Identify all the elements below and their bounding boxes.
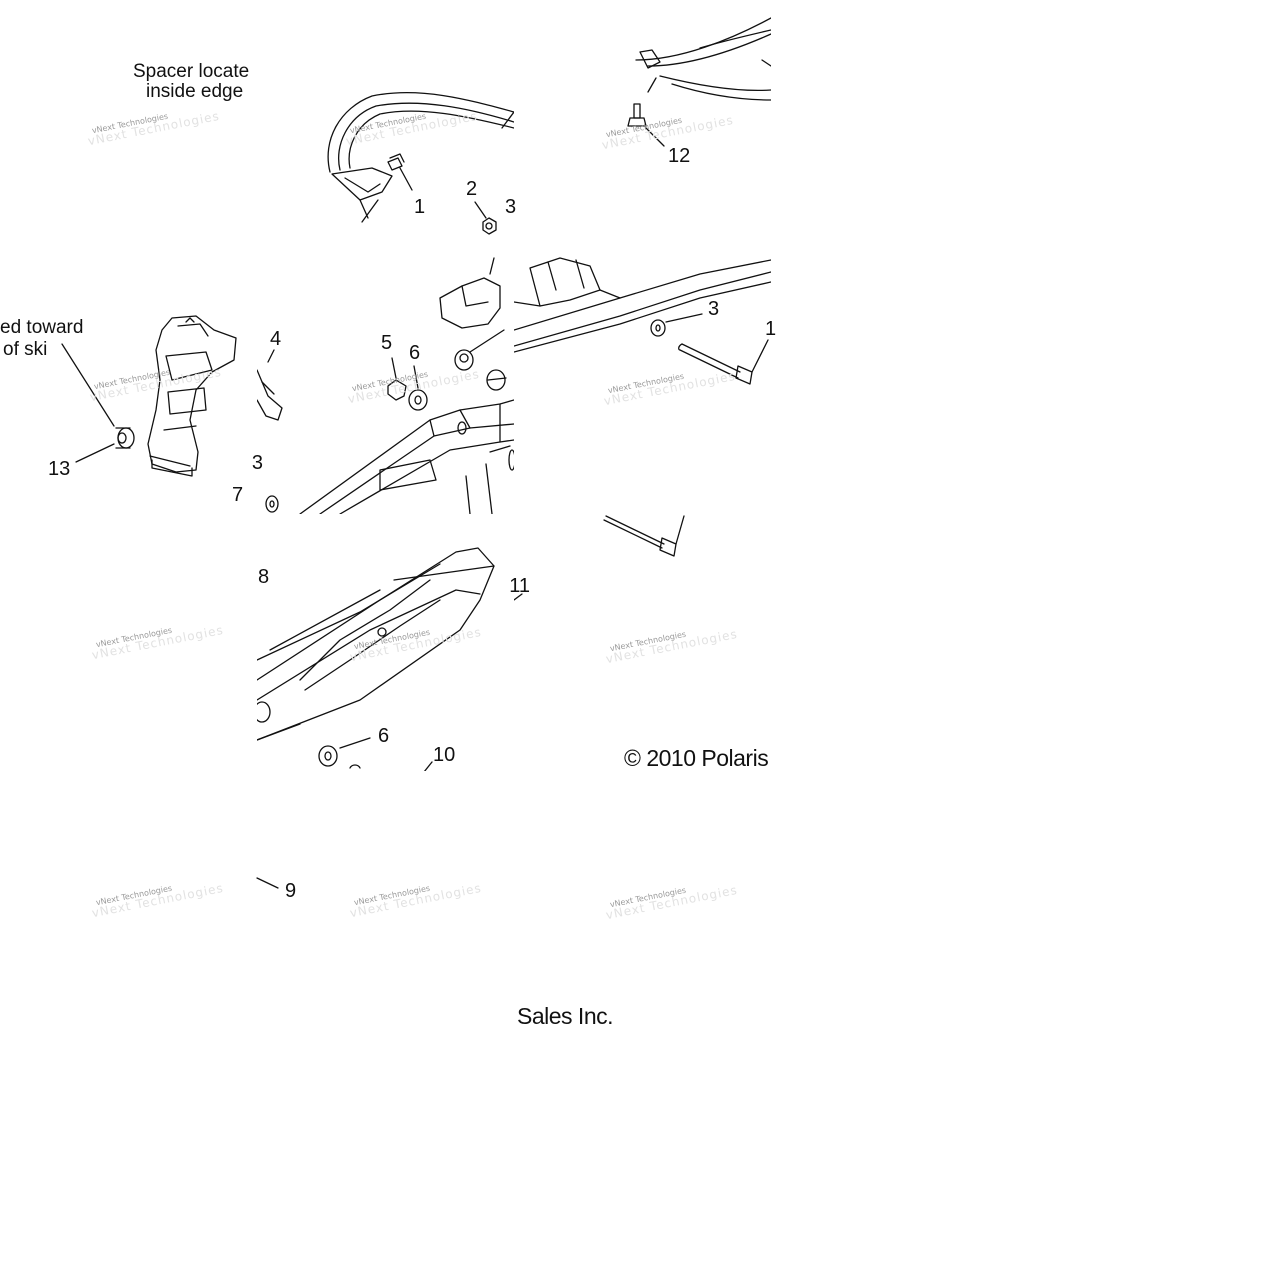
- callout-1-clip: 1: [414, 196, 426, 218]
- leader-9: [256, 877, 279, 889]
- ski-tip-loop: [327, 91, 514, 235]
- note-toward-line2: of ski: [3, 339, 48, 360]
- callout-9-nut: 9: [285, 880, 297, 902]
- ski-front-view: [627, 17, 771, 147]
- callout-3-top: 3: [505, 196, 517, 218]
- copyright-line2: Sales Inc.: [517, 1003, 614, 1029]
- callout-7-washer: 7: [232, 484, 244, 506]
- callout-6-washer: 6: [409, 342, 421, 364]
- ski-rear-and-bolt: [514, 257, 771, 385]
- ski-center-assembly: [257, 257, 514, 514]
- ski-wear-pad: [257, 547, 495, 771]
- note-toward-line1: ed toward: [0, 317, 84, 338]
- callout-10-bolt: 10: [433, 744, 456, 766]
- callout-3-washer: 3: [708, 298, 720, 320]
- note-spacer-line2: inside edge: [146, 81, 244, 102]
- callout-13-spacer: 13: [48, 458, 71, 480]
- callout-4-shaft: 4: [270, 328, 282, 350]
- copyright-line1: © 2010 Polaris: [624, 745, 769, 771]
- callout-1-bolt: 1: [765, 318, 777, 340]
- spindle-saddle: [61, 315, 237, 477]
- callout-11-pad: 11: [509, 575, 530, 597]
- callout-6-lower: 6: [378, 725, 390, 747]
- note-spacer-line1: Spacer locate: [133, 61, 250, 82]
- callout-12-bolt: 12: [668, 145, 691, 167]
- callout-8-washer: 8: [258, 566, 270, 588]
- callout-2-nut: 2: [466, 178, 478, 200]
- long-bolt-end: [514, 515, 685, 601]
- callout-5-nut: 5: [381, 332, 393, 354]
- callout-8-partial: 3: [251, 452, 263, 474]
